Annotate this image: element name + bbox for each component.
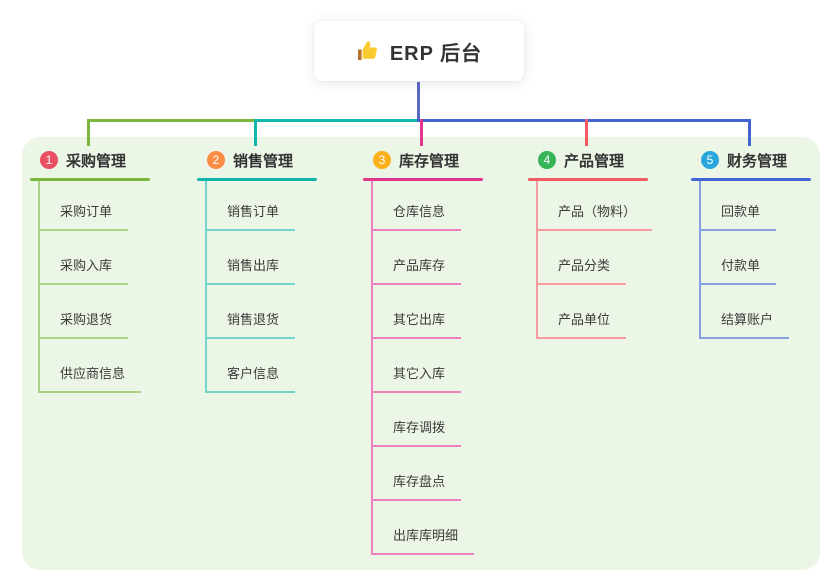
child-node[interactable]: 库存调拨 (373, 393, 483, 447)
child-node[interactable]: 仓库信息 (373, 181, 483, 231)
child-node[interactable]: 采购入库 (40, 231, 150, 285)
branch-header[interactable]: 3 库存管理 (363, 147, 483, 173)
branch-children: 销售订单销售出库销售退货客户信息 (205, 181, 317, 393)
branch-drop-line (748, 119, 751, 146)
child-node-label: 采购入库 (40, 255, 129, 285)
branch-children: 回款单付款单结算账户 (699, 181, 811, 339)
branch-label: 库存管理 (399, 152, 460, 170)
child-node-label: 库存盘点 (373, 471, 462, 501)
child-node[interactable]: 产品库存 (373, 231, 483, 285)
child-node[interactable]: 客户信息 (207, 339, 317, 393)
child-node[interactable]: 付款单 (701, 231, 811, 285)
branch-1: 1 采购管理 采购订单采购入库采购退货供应商信息 (30, 147, 150, 393)
branch-children: 产品（物料） 产品分类产品单位 (536, 181, 653, 339)
child-node[interactable]: 采购订单 (40, 181, 150, 231)
child-node-label: 库存调拨 (373, 417, 462, 447)
branch-number-badge: 2 (207, 151, 225, 169)
root-label: ERP 后台 (389, 42, 483, 65)
child-node[interactable]: 其它出库 (373, 285, 483, 339)
branch-drop-line (87, 119, 90, 146)
child-node-label: 产品单位 (538, 309, 627, 339)
child-node-label: 销售退货 (207, 309, 296, 339)
branch-underline (691, 178, 811, 181)
branch-label: 销售管理 (233, 152, 294, 170)
branch-header[interactable]: 4 产品管理 (528, 147, 648, 173)
child-node-label: 产品（物料） (538, 201, 653, 231)
branch-children: 采购订单采购入库采购退货供应商信息 (38, 181, 150, 393)
branch-underline (197, 178, 317, 181)
child-node-label: 付款单 (701, 255, 777, 285)
branch-underline (528, 178, 648, 181)
child-node[interactable]: 采购退货 (40, 285, 150, 339)
child-node[interactable]: 产品单位 (538, 285, 648, 339)
branch-header[interactable]: 2 销售管理 (197, 147, 317, 173)
child-node-label: 其它入库 (373, 363, 462, 393)
branch-header[interactable]: 5 财务管理 (691, 147, 811, 173)
child-node-label: 产品分类 (538, 255, 627, 285)
child-node[interactable]: 出库库明细 (373, 501, 483, 555)
bus-segment-line (417, 119, 751, 122)
branch-underline (30, 178, 150, 181)
child-node-label: 回款单 (701, 201, 777, 231)
child-node-label: 产品库存 (373, 255, 462, 285)
branch-drop-line (254, 119, 257, 146)
child-node-label: 采购订单 (40, 201, 129, 231)
branch-4: 4 产品管理 产品（物料） 产品分类产品单位 (528, 147, 653, 339)
branches-panel (22, 137, 820, 570)
child-node-label: 采购退货 (40, 309, 129, 339)
child-node[interactable]: 其它入库 (373, 339, 483, 393)
bus-segment-line (87, 119, 257, 122)
branch-header[interactable]: 1 采购管理 (30, 147, 150, 173)
child-node[interactable]: 销售退货 (207, 285, 317, 339)
child-node-label: 出库库明细 (373, 525, 475, 555)
child-node[interactable]: 库存盘点 (373, 447, 483, 501)
branch-number-badge: 4 (538, 151, 556, 169)
child-node-label: 仓库信息 (373, 201, 462, 231)
child-node-label: 销售订单 (207, 201, 296, 231)
thumbs-up-icon (356, 39, 380, 63)
branch-number-badge: 3 (373, 151, 391, 169)
root-connector-line (417, 82, 420, 122)
child-node[interactable]: 回款单 (701, 181, 811, 231)
child-node-label: 结算账户 (701, 309, 790, 339)
branch-label: 采购管理 (66, 152, 127, 170)
branch-3: 3 库存管理 仓库信息产品库存其它出库其它入库库存调拨库存盘点出库库明细 (363, 147, 483, 555)
child-node[interactable]: 供应商信息 (40, 339, 150, 393)
child-node-label: 销售出库 (207, 255, 296, 285)
branch-drop-line (585, 119, 588, 146)
branch-5: 5 财务管理 回款单付款单结算账户 (691, 147, 811, 339)
branch-2: 2 销售管理 销售订单销售出库销售退货客户信息 (197, 147, 317, 393)
child-node-label: 供应商信息 (40, 363, 142, 393)
child-node[interactable]: 销售出库 (207, 231, 317, 285)
branch-number-badge: 5 (701, 151, 719, 169)
branch-underline (363, 178, 483, 181)
branch-label: 财务管理 (727, 152, 788, 170)
branch-number-badge: 1 (40, 151, 58, 169)
branch-drop-line (420, 119, 423, 146)
child-node[interactable]: 产品分类 (538, 231, 648, 285)
child-node-label: 其它出库 (373, 309, 462, 339)
child-node[interactable]: 结算账户 (701, 285, 811, 339)
bus-segment-line (254, 119, 417, 122)
root-node[interactable]: ERP 后台 (314, 21, 524, 81)
child-node-label: 客户信息 (207, 363, 296, 393)
branch-children: 仓库信息产品库存其它出库其它入库库存调拨库存盘点出库库明细 (371, 181, 483, 555)
child-node[interactable]: 产品（物料） (538, 181, 653, 231)
child-node[interactable]: 销售订单 (207, 181, 317, 231)
branch-label: 产品管理 (564, 152, 625, 170)
